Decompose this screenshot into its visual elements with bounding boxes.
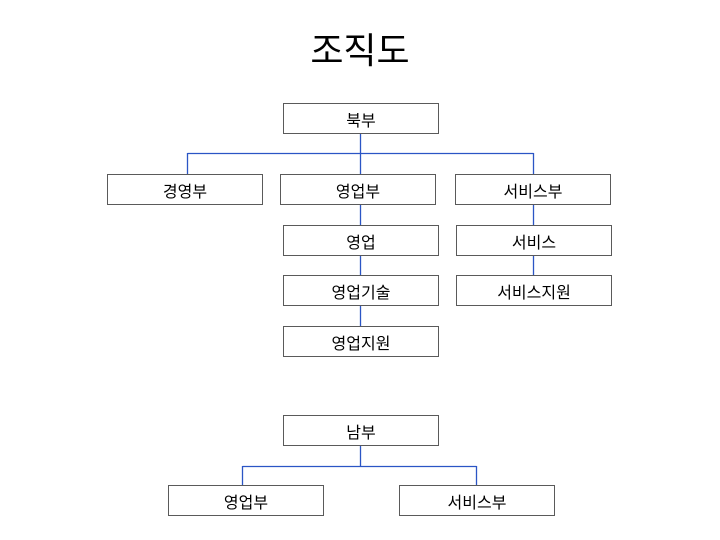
node-south-sales: 영업부 xyxy=(168,485,324,516)
node-south-root: 남부 xyxy=(283,415,439,446)
page-title: 조직도 xyxy=(310,31,410,72)
node-sales: 영업부 xyxy=(280,174,436,205)
node-service-support: 서비스지원 xyxy=(456,275,612,306)
node-service-child: 서비스 xyxy=(456,225,612,256)
node-sales-child: 영업 xyxy=(283,225,439,256)
node-sales-support: 영업지원 xyxy=(283,326,439,357)
node-north-root: 북부 xyxy=(283,103,439,134)
node-management: 경영부 xyxy=(107,174,263,205)
node-south-service: 서비스부 xyxy=(399,485,555,516)
node-sales-tech: 영업기술 xyxy=(283,275,439,306)
node-service: 서비스부 xyxy=(455,174,611,205)
